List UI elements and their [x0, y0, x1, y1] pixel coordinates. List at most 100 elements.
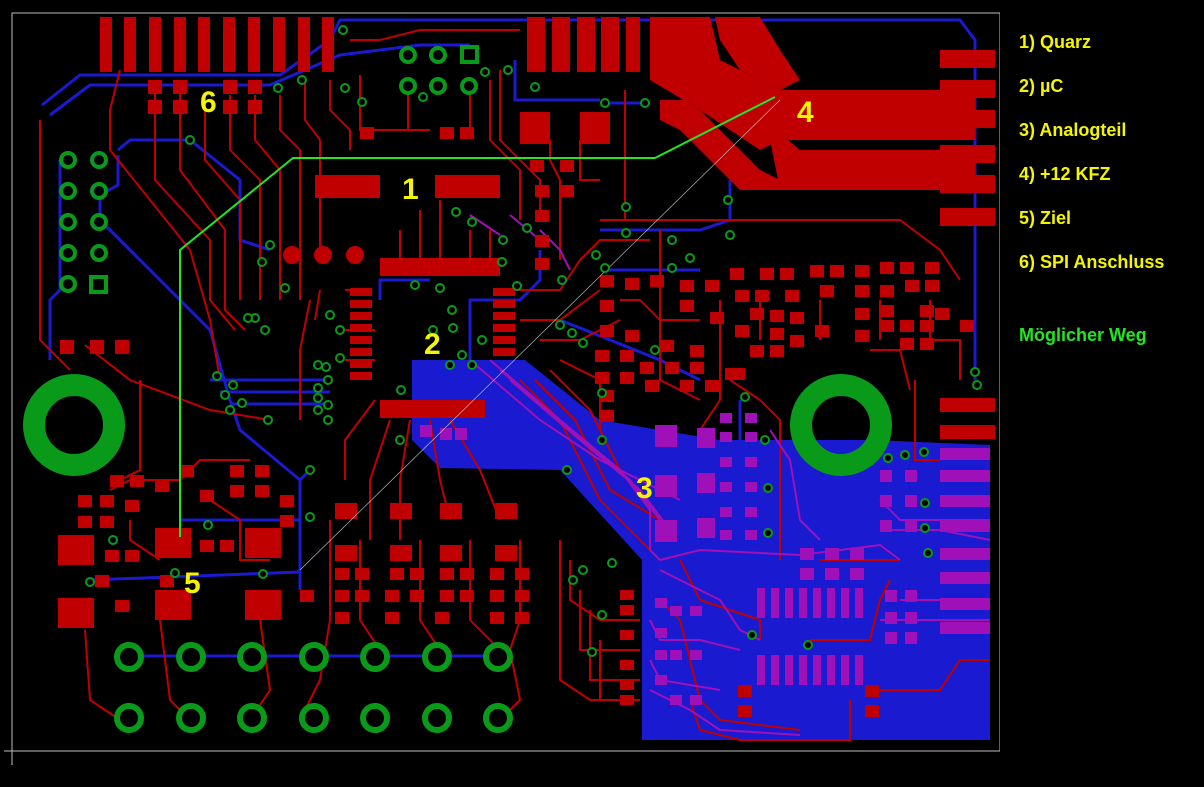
via: [108, 535, 118, 545]
via: [305, 512, 315, 522]
pcb-layout-view: 1 2 3 4 5 6: [4, 12, 1000, 765]
via: [273, 83, 283, 93]
via: [228, 380, 238, 390]
via: [803, 640, 813, 650]
via: [587, 647, 597, 657]
via: [503, 65, 513, 75]
via: [763, 483, 773, 493]
legend-item-ziel: 5) Ziel: [1019, 208, 1072, 228]
via: [85, 577, 95, 587]
via: [457, 350, 467, 360]
legend-item-analogteil: 3) Analogteil: [1019, 120, 1127, 140]
via: [667, 235, 677, 245]
possible-route-line: [179, 96, 776, 537]
via: [970, 367, 980, 377]
terminal-pads: [114, 642, 513, 733]
via: [265, 240, 275, 250]
region-label-3: 3: [636, 472, 653, 505]
via: [498, 235, 508, 245]
via: [562, 465, 572, 475]
via: [305, 465, 315, 475]
legend-item-12v-kfz: 4) +12 KFZ: [1019, 164, 1111, 184]
via: [557, 275, 567, 285]
via: [335, 325, 345, 335]
via: [597, 388, 607, 398]
via: [258, 569, 268, 579]
via: [263, 415, 273, 425]
via: [522, 223, 532, 233]
via: [395, 435, 405, 445]
overlap-pads: [420, 413, 990, 705]
measure-line: [299, 99, 781, 571]
via: [497, 257, 507, 267]
via: [621, 228, 631, 238]
via: [340, 83, 350, 93]
via: [280, 283, 290, 293]
via: [428, 325, 438, 335]
via: [723, 195, 733, 205]
via: [555, 320, 565, 330]
via: [321, 362, 331, 372]
top-traces: [39, 29, 990, 741]
mounting-holes: [23, 374, 892, 476]
via: [591, 250, 601, 260]
region-label-6: 6: [200, 86, 217, 119]
via: [435, 283, 445, 293]
via: [203, 520, 213, 530]
via: [220, 390, 230, 400]
via: [747, 630, 757, 640]
via: [447, 305, 457, 315]
via: [323, 400, 333, 410]
via: [920, 523, 930, 533]
legend-item-quarz: 1) Quarz: [1019, 32, 1092, 52]
via: [477, 335, 487, 345]
via: [597, 610, 607, 620]
via: [396, 385, 406, 395]
via: [567, 328, 577, 338]
via: [883, 453, 893, 463]
via: [257, 257, 267, 267]
via: [325, 310, 335, 320]
through-hole-pads: [59, 45, 479, 294]
via: [685, 253, 695, 263]
via: [323, 415, 333, 425]
region-label-1: 1: [402, 173, 419, 206]
via: [243, 313, 253, 323]
via: [313, 360, 323, 370]
via: [760, 435, 770, 445]
via: [920, 498, 930, 508]
via: [313, 383, 323, 393]
via: [237, 398, 247, 408]
via: [467, 360, 477, 370]
via: [763, 528, 773, 538]
legend-item-spi: 6) SPI Anschluss: [1019, 252, 1165, 272]
via: [448, 323, 458, 333]
via: [900, 450, 910, 460]
via: [212, 371, 222, 381]
via: [297, 75, 307, 85]
via: [650, 345, 660, 355]
via: [313, 405, 323, 415]
via: [923, 548, 933, 558]
via: [185, 135, 195, 145]
legend-item-uc: 2) µC: [1019, 76, 1064, 96]
via: [607, 558, 617, 568]
via: [578, 565, 588, 575]
via: [512, 281, 522, 291]
via: [418, 92, 428, 102]
via: [467, 217, 477, 227]
via: [530, 82, 540, 92]
via: [225, 405, 235, 415]
via: [919, 447, 929, 457]
via: [323, 375, 333, 385]
via: [451, 207, 461, 217]
via: [597, 435, 607, 445]
via: [578, 338, 588, 348]
via: [480, 67, 490, 77]
legend-possible-route: Möglicher Weg: [1019, 325, 1147, 345]
via: [640, 98, 650, 108]
via: [170, 568, 180, 578]
via: [725, 230, 735, 240]
region-labels: 1 2 3 4 5 6: [184, 86, 814, 600]
via: [260, 325, 270, 335]
